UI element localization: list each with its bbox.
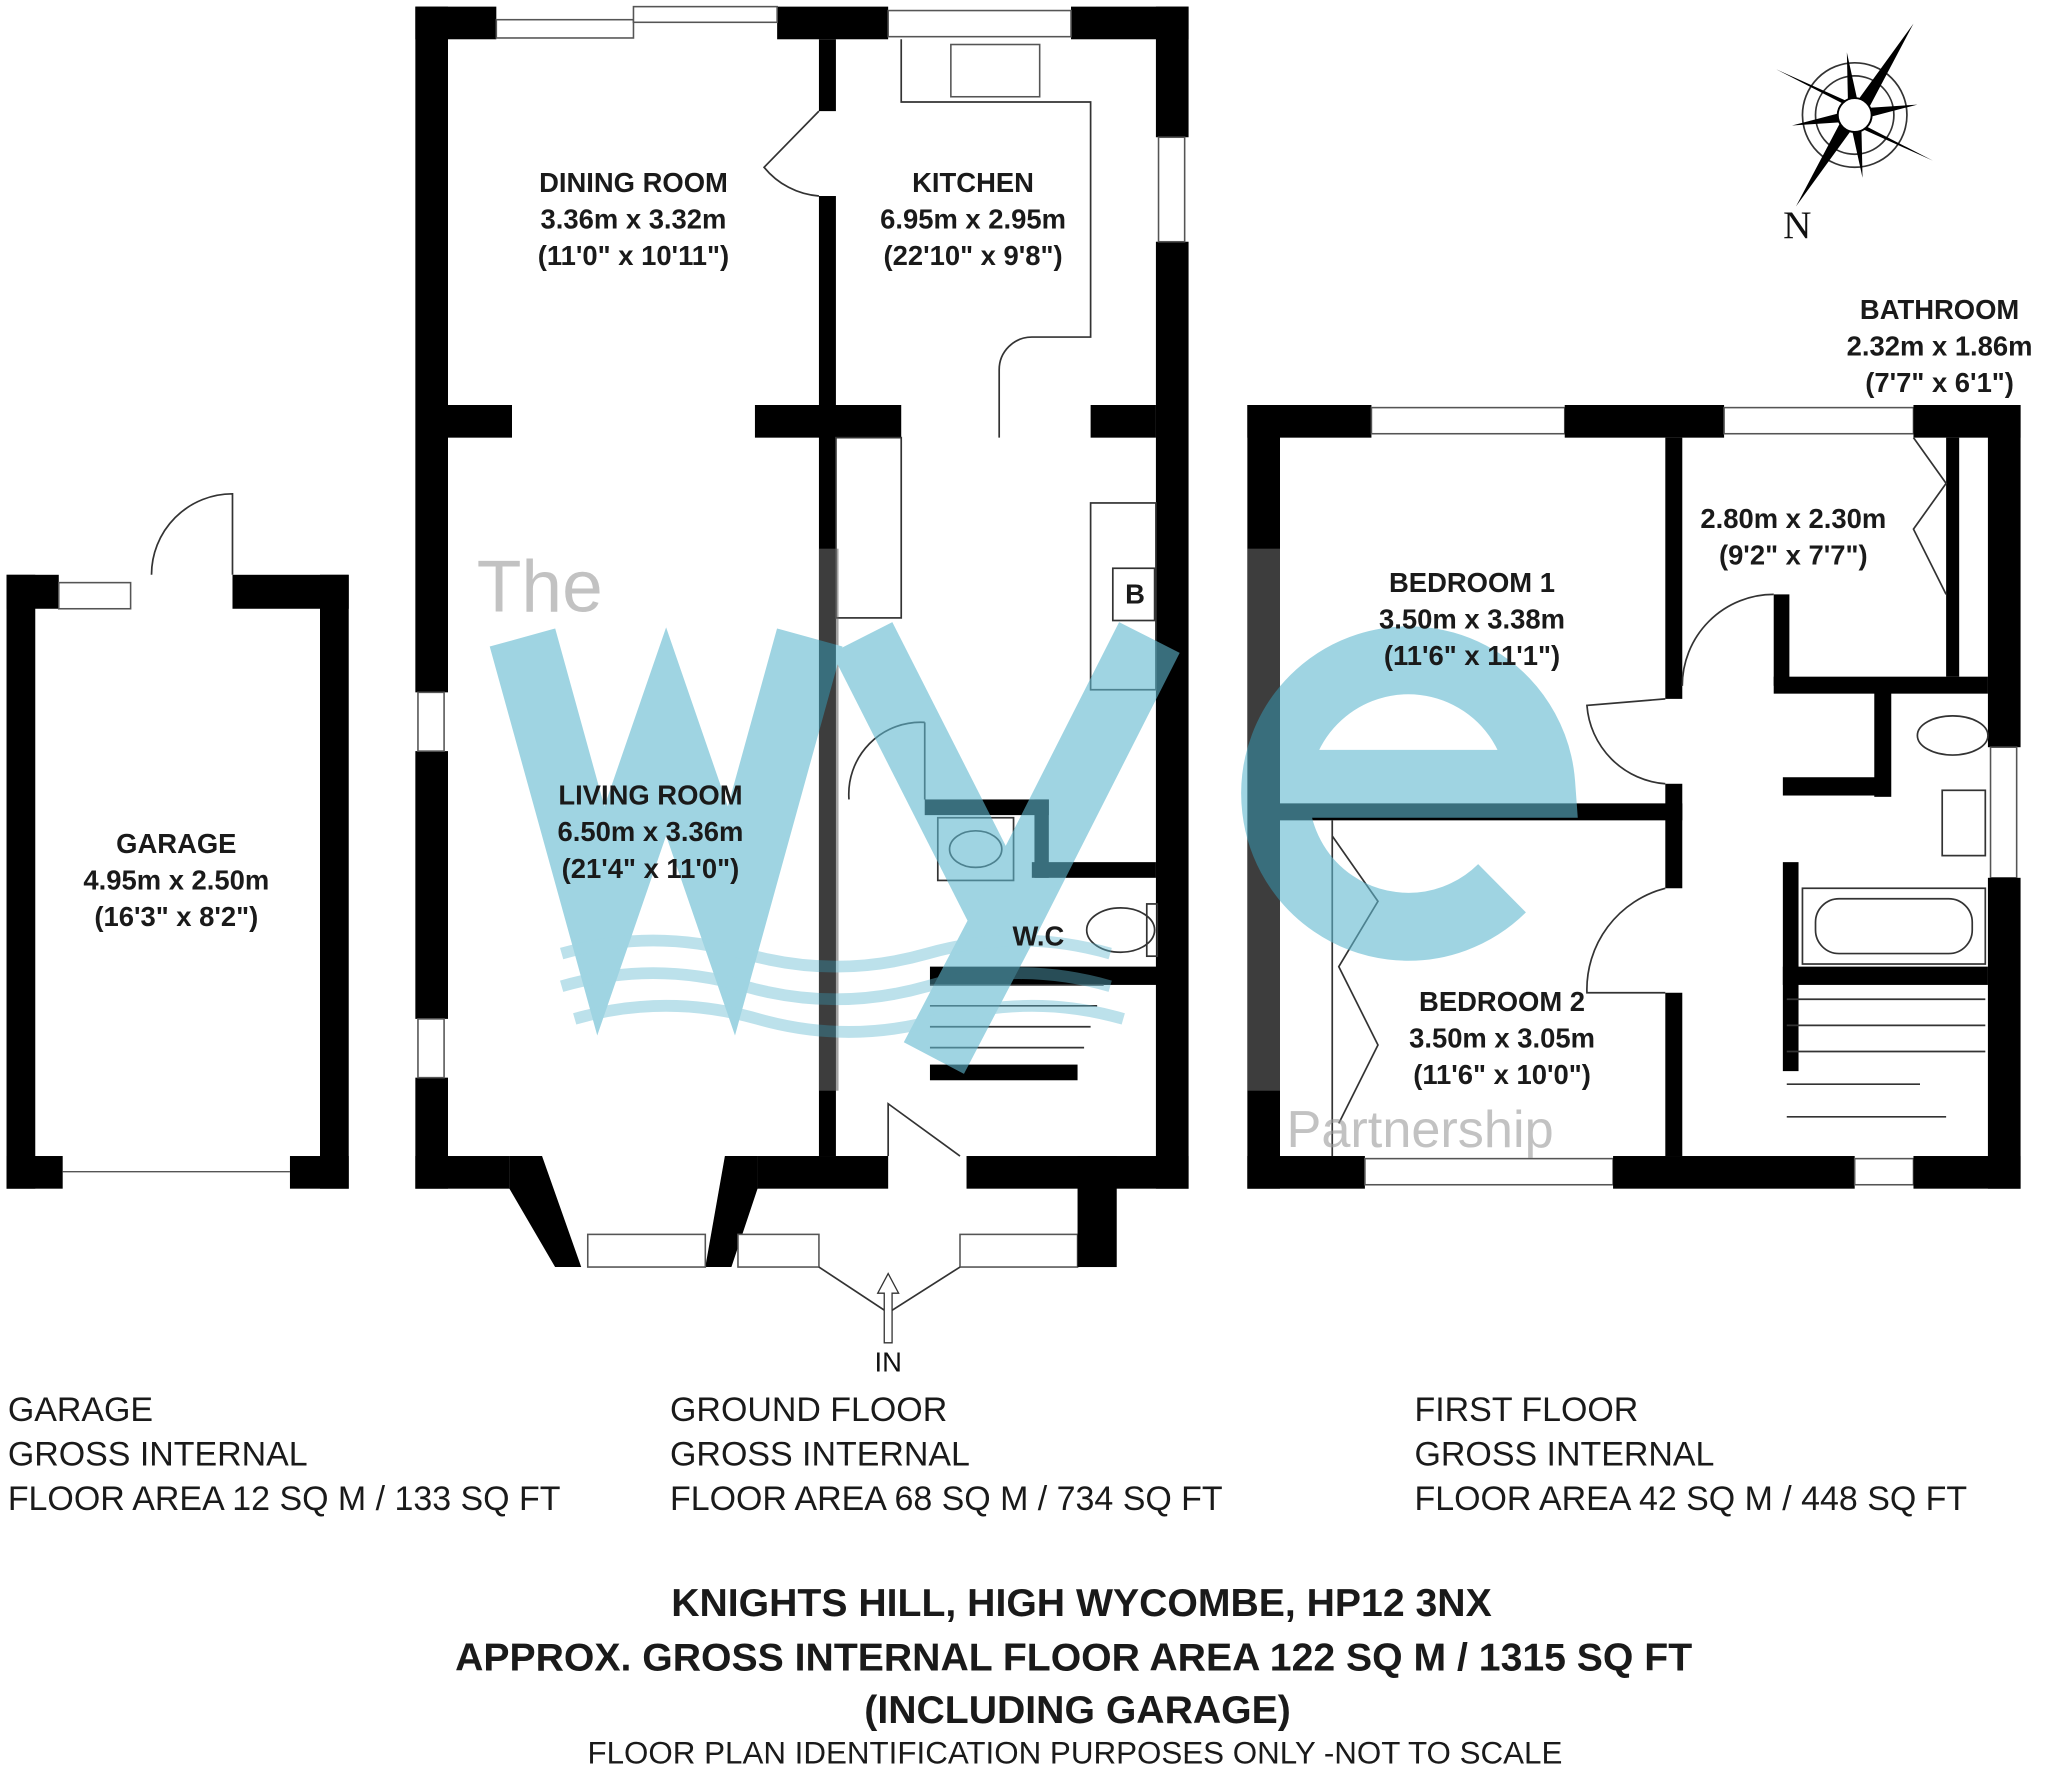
svg-text:(11'6" x 11'1"): (11'6" x 11'1") [1384, 640, 1560, 671]
svg-text:GARAGE: GARAGE [8, 1391, 153, 1429]
svg-text:6.50m x 3.36m: 6.50m x 3.36m [558, 816, 744, 847]
svg-text:3.50m x 3.05m: 3.50m x 3.05m [1409, 1023, 1595, 1054]
watermark-logo: The Partnership [477, 546, 1578, 1159]
svg-text:GROSS INTERNAL: GROSS INTERNAL [8, 1436, 308, 1474]
svg-text:FLOOR AREA 42 SQ M / 448 SQ FT: FLOOR AREA 42 SQ M / 448 SQ FT [1415, 1480, 1968, 1518]
boiler-label: B [1125, 579, 1145, 610]
svg-text:BEDROOM 1: BEDROOM 1 [1389, 567, 1555, 598]
svg-text:GROSS INTERNAL: GROSS INTERNAL [1415, 1436, 1715, 1474]
svg-text:FIRST FLOOR: FIRST FLOOR [1415, 1391, 1639, 1429]
compass-icon [1776, 23, 1934, 207]
room-label-wc: W.C [1012, 921, 1064, 952]
svg-text:BEDROOM 2: BEDROOM 2 [1419, 986, 1585, 1017]
svg-text:FLOOR AREA 12 SQ M / 133 SQ FT: FLOOR AREA 12 SQ M / 133 SQ FT [8, 1480, 561, 1518]
garage-plan [6, 492, 349, 1189]
svg-text:(16'3" x 8'2"): (16'3" x 8'2") [94, 901, 258, 932]
svg-text:3.36m x 3.32m: 3.36m x 3.32m [541, 204, 727, 235]
room-label-bathroom: BATHROOM 2.32m x 1.86m (7'7" x 6'1") [1847, 294, 2033, 398]
svg-text:4.95m x 2.50m: 4.95m x 2.50m [83, 865, 269, 896]
svg-text:GROUND FLOOR: GROUND FLOOR [670, 1391, 947, 1429]
svg-text:(11'6" x 10'0"): (11'6" x 10'0") [1413, 1059, 1591, 1090]
area-summary-ground-floor: GROUND FLOOR GROSS INTERNAL FLOOR AREA 6… [670, 1391, 1223, 1518]
north-label: N [1783, 204, 1811, 247]
entrance-label: IN [874, 1347, 901, 1378]
area-summary-first-floor: FIRST FLOOR GROSS INTERNAL FLOOR AREA 42… [1415, 1391, 1968, 1518]
svg-text:2.32m x 1.86m: 2.32m x 1.86m [1847, 330, 2033, 361]
address-title: KNIGHTS HILL, HIGH WYCOMBE, HP12 3NX [671, 1582, 1492, 1625]
wye-logo-letters [489, 622, 1578, 1074]
area-summary-garage: GARAGE GROSS INTERNAL FLOOR AREA 12 SQ M… [8, 1391, 561, 1518]
svg-text:(9'2" x 7'7"): (9'2" x 7'7") [1719, 539, 1868, 570]
disclaimer: FLOOR PLAN IDENTIFICATION PURPOSES ONLY … [588, 1735, 1563, 1770]
svg-text:FLOOR AREA 68 SQ M / 734 SQ FT: FLOOR AREA 68 SQ M / 734 SQ FT [670, 1480, 1223, 1518]
svg-text:Partnership: Partnership [1287, 1101, 1554, 1159]
room-label-kitchen: KITCHEN 6.95m x 2.95m (22'10" x 9'8") [880, 167, 1066, 271]
svg-text:BATHROOM: BATHROOM [1860, 294, 2019, 325]
room-label-garage: GARAGE 4.95m x 2.50m (16'3" x 8'2") [83, 828, 269, 932]
svg-text:DINING ROOM: DINING ROOM [539, 167, 728, 198]
svg-text:6.95m x 2.95m: 6.95m x 2.95m [880, 204, 1066, 235]
svg-text:LIVING ROOM: LIVING ROOM [558, 780, 742, 811]
svg-text:GARAGE: GARAGE [116, 828, 236, 859]
svg-text:3.50m x 3.38m: 3.50m x 3.38m [1379, 603, 1565, 634]
svg-text:2.80m x 2.30m: 2.80m x 2.30m [1700, 503, 1886, 534]
svg-text:(21'4" x 11'0"): (21'4" x 11'0") [562, 853, 740, 884]
svg-text:KITCHEN: KITCHEN [912, 167, 1034, 198]
total-area: APPROX. GROSS INTERNAL FLOOR AREA 122 SQ… [455, 1637, 1692, 1680]
room-label-bedroom-3: 2.80m x 2.30m (9'2" x 7'7") [1700, 503, 1886, 571]
svg-text:The: The [477, 546, 603, 627]
svg-text:(7'7" x 6'1"): (7'7" x 6'1") [1865, 367, 2014, 398]
including-garage: (INCLUDING GARAGE) [864, 1689, 1291, 1732]
room-label-bedroom-1: BEDROOM 1 3.50m x 3.38m (11'6" x 11'1") [1379, 567, 1565, 671]
svg-text:(11'0" x 10'11"): (11'0" x 10'11") [538, 240, 729, 271]
room-label-living: LIVING ROOM 6.50m x 3.36m (21'4" x 11'0"… [558, 780, 744, 884]
svg-text:(22'10" x 9'8"): (22'10" x 9'8") [883, 240, 1062, 271]
room-label-bedroom-2: BEDROOM 2 3.50m x 3.05m (11'6" x 10'0") [1409, 986, 1595, 1090]
svg-text:GROSS INTERNAL: GROSS INTERNAL [670, 1436, 970, 1474]
room-label-dining: DINING ROOM 3.36m x 3.32m (11'0" x 10'11… [538, 167, 729, 271]
